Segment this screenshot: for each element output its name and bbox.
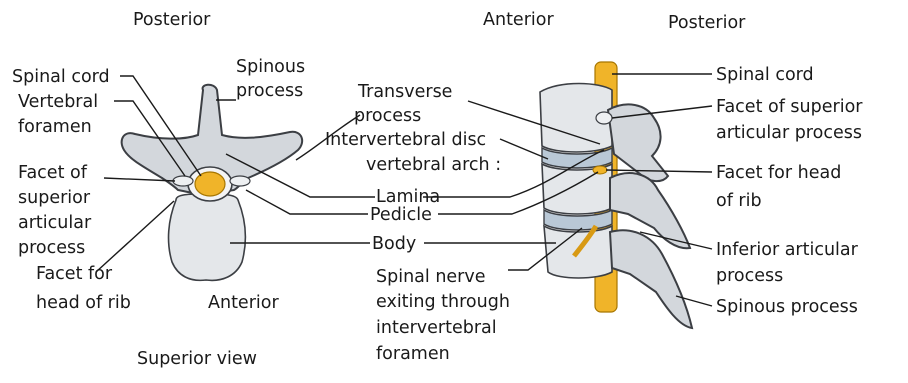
label-facet-head-rib-superior-2: head of rib bbox=[36, 293, 131, 313]
label-spinous-process-superior-2: process bbox=[236, 81, 303, 101]
label-spinal-cord-lateral: Spinal cord bbox=[716, 65, 814, 85]
label-vertebral-arch: vertebral arch : bbox=[366, 155, 501, 175]
label-facet-head-rib-lateral-2: of rib bbox=[716, 191, 762, 211]
label-facet-head-rib-lateral-1: Facet for head bbox=[716, 163, 841, 183]
lateral-facet-rib bbox=[593, 166, 607, 174]
label-spinal-nerve-2: exiting through bbox=[376, 292, 510, 312]
label-spinal-cord-superior: Spinal cord bbox=[12, 67, 110, 87]
superior-facet-right bbox=[230, 176, 250, 186]
superior-orientation-top: Posterior bbox=[133, 10, 211, 30]
label-body: Body bbox=[372, 234, 416, 254]
label-vertebral-foramen-1: Vertebral bbox=[18, 92, 98, 112]
label-spinal-nerve-1: Spinal nerve bbox=[376, 267, 486, 287]
label-spinal-nerve-3: intervertebral bbox=[376, 318, 497, 338]
label-facet-superior-lateral-1: Facet of superior bbox=[716, 97, 863, 117]
lateral-view-spine bbox=[540, 62, 692, 328]
superior-orientation-bottom: Anterior bbox=[208, 293, 279, 313]
label-facet-superior-1: Facet of bbox=[18, 163, 88, 183]
leader-facet-head-rib-superior bbox=[96, 201, 174, 272]
label-facet-head-rib-superior-1: Facet for bbox=[36, 264, 113, 284]
label-transverse-process-2: process bbox=[354, 106, 421, 126]
superior-facet-left bbox=[173, 176, 193, 186]
lateral-orientation-right: Posterior bbox=[668, 13, 746, 33]
lateral-facet-superior bbox=[596, 112, 612, 124]
label-facet-superior-2: superior bbox=[18, 188, 91, 208]
label-intervertebral-disc: Intervertebral disc bbox=[325, 130, 486, 150]
leader-pedicle bbox=[246, 190, 368, 214]
label-inferior-articular-2: process bbox=[716, 266, 783, 286]
label-vertebral-foramen-2: foramen bbox=[18, 117, 92, 137]
label-transverse-process-1: Transverse bbox=[357, 82, 452, 102]
label-inferior-articular-1: Inferior articular bbox=[716, 240, 859, 260]
superior-view-vertebra bbox=[122, 85, 303, 281]
superior-view-caption: Superior view bbox=[137, 349, 257, 369]
superior-spinal-cord bbox=[195, 172, 225, 196]
label-facet-superior-lateral-2: articular process bbox=[716, 123, 862, 143]
superior-view-labels: Posterior Anterior Superior view Spinal … bbox=[12, 10, 305, 369]
lateral-orientation-left: Anterior bbox=[483, 10, 554, 30]
lateral-view-labels: Anterior Posterior Spinal cord Facet of … bbox=[483, 10, 863, 317]
leader-facet-head-rib-lateral bbox=[606, 170, 712, 172]
label-spinous-process-lateral: Spinous process bbox=[716, 297, 858, 317]
label-spinal-nerve-4: foramen bbox=[376, 344, 450, 364]
label-facet-superior-3: articular bbox=[18, 213, 92, 233]
superior-vertebra-body bbox=[169, 194, 246, 280]
label-facet-superior-4: process bbox=[18, 238, 85, 258]
label-spinous-process-superior-1: Spinous bbox=[236, 57, 305, 77]
center-labels: Transverse process Intervertebral disc v… bbox=[325, 82, 510, 364]
leader-intervertebral-disc bbox=[500, 139, 548, 159]
label-lamina: Lamina bbox=[376, 187, 440, 207]
label-pedicle: Pedicle bbox=[370, 205, 432, 225]
